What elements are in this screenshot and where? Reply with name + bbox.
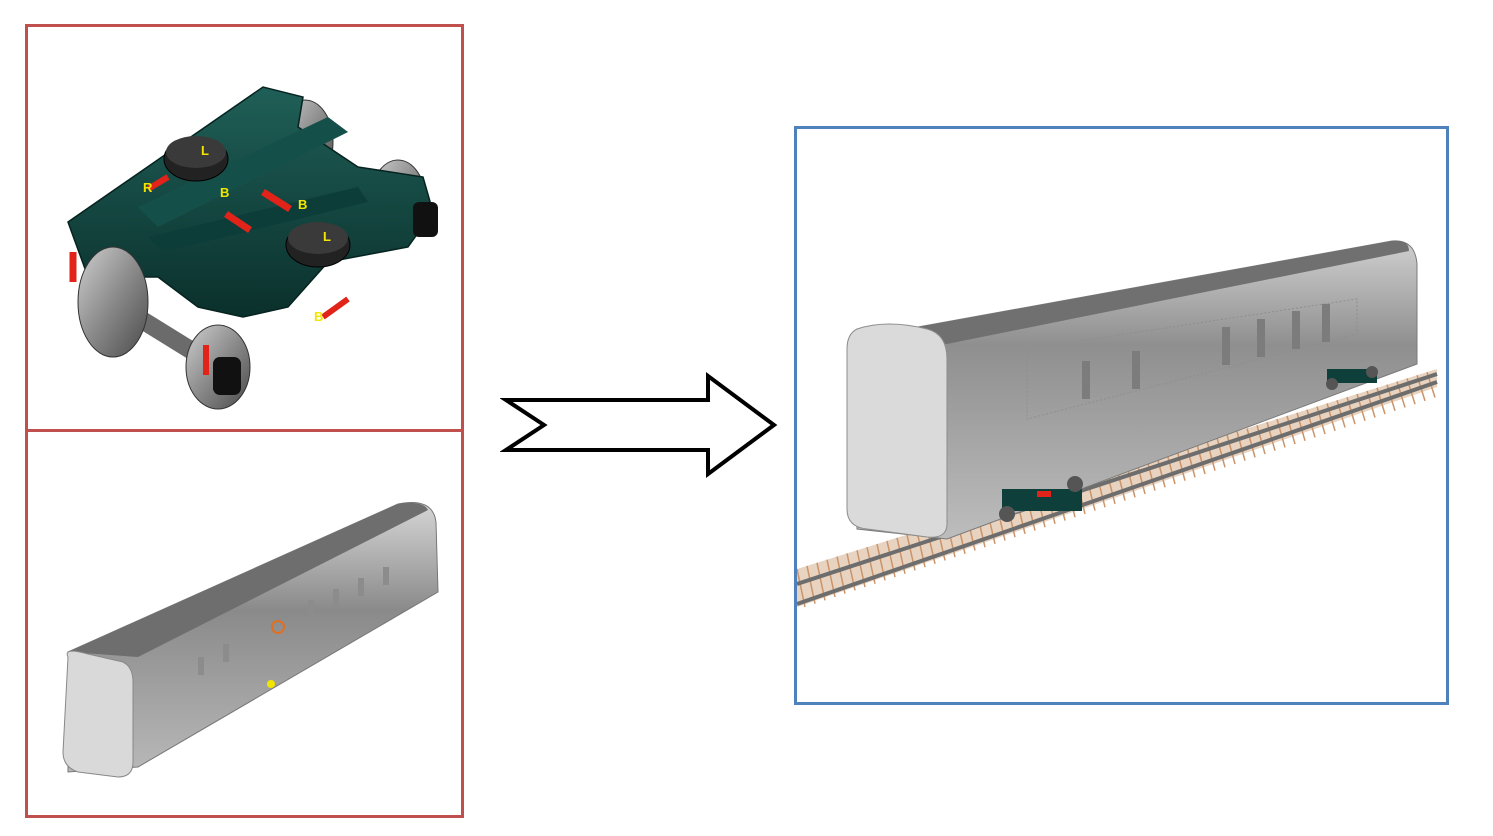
carbody-model-panel <box>25 429 464 818</box>
rail-left <box>797 372 1438 586</box>
track-sleeper <box>1266 421 1276 451</box>
bogie-model-render: L L B B B R <box>67 86 438 410</box>
track-sleeper <box>1156 456 1166 488</box>
track-sleeper <box>1246 428 1256 458</box>
axle-box-front <box>213 357 241 395</box>
bogie-frame <box>67 86 434 318</box>
damper-2 <box>224 211 252 233</box>
carbody-roof <box>68 502 428 657</box>
front-left-wheel <box>77 246 149 358</box>
track-sleeper <box>1196 443 1206 475</box>
track-sleeper <box>1186 446 1196 478</box>
cog-marker-icon <box>271 620 285 634</box>
marker-r1: R <box>143 180 153 195</box>
right-arrow-icon <box>500 372 778 478</box>
damper-6 <box>321 296 350 320</box>
carbody-windows <box>198 567 389 675</box>
rail-right <box>797 380 1438 606</box>
assembled-windows <box>1082 304 1330 399</box>
bogie-model-panel: L L B B B R <box>25 24 464 432</box>
frame-crossbeam <box>138 117 348 227</box>
front-bogie <box>999 476 1083 522</box>
track-sleeper <box>1206 440 1216 471</box>
damper-3 <box>261 189 292 212</box>
rear-bogie <box>1326 366 1378 390</box>
mount-marker-icon <box>267 680 275 688</box>
air-spring-left-top <box>166 136 226 168</box>
track-sleeper <box>1146 459 1156 491</box>
track-sleeper <box>1236 431 1246 461</box>
window-band <box>1026 298 1358 420</box>
marker-l1: L <box>201 143 209 158</box>
track-sleeper <box>1276 418 1286 448</box>
railway-track <box>797 369 1438 608</box>
track-sleeper <box>1226 434 1236 465</box>
marker-b1: B <box>220 185 229 200</box>
track-sleeper <box>1216 437 1226 468</box>
track-sleeper <box>1286 415 1296 445</box>
marker-l2: L <box>323 229 331 244</box>
track-sleeper <box>1256 425 1266 455</box>
damper-1 <box>146 174 170 192</box>
marker-b2: B <box>298 197 307 212</box>
assembled-vehicle-render <box>797 240 1438 608</box>
carbody-end-face <box>62 650 134 778</box>
track-sleeper <box>1176 450 1186 481</box>
carbody-model-render <box>62 502 439 778</box>
axle-box-rear <box>413 202 438 237</box>
assembled-carbody-roof <box>852 240 1409 344</box>
assembled-carbody-end-face <box>846 323 948 538</box>
assembled-vehicle-panel <box>794 126 1449 705</box>
track-sleeper <box>1166 453 1176 485</box>
carbody-side <box>67 502 439 773</box>
marker-b3: B <box>314 309 323 324</box>
air-spring-right-top <box>288 222 348 254</box>
frame-crossbeam-lower <box>148 187 368 252</box>
